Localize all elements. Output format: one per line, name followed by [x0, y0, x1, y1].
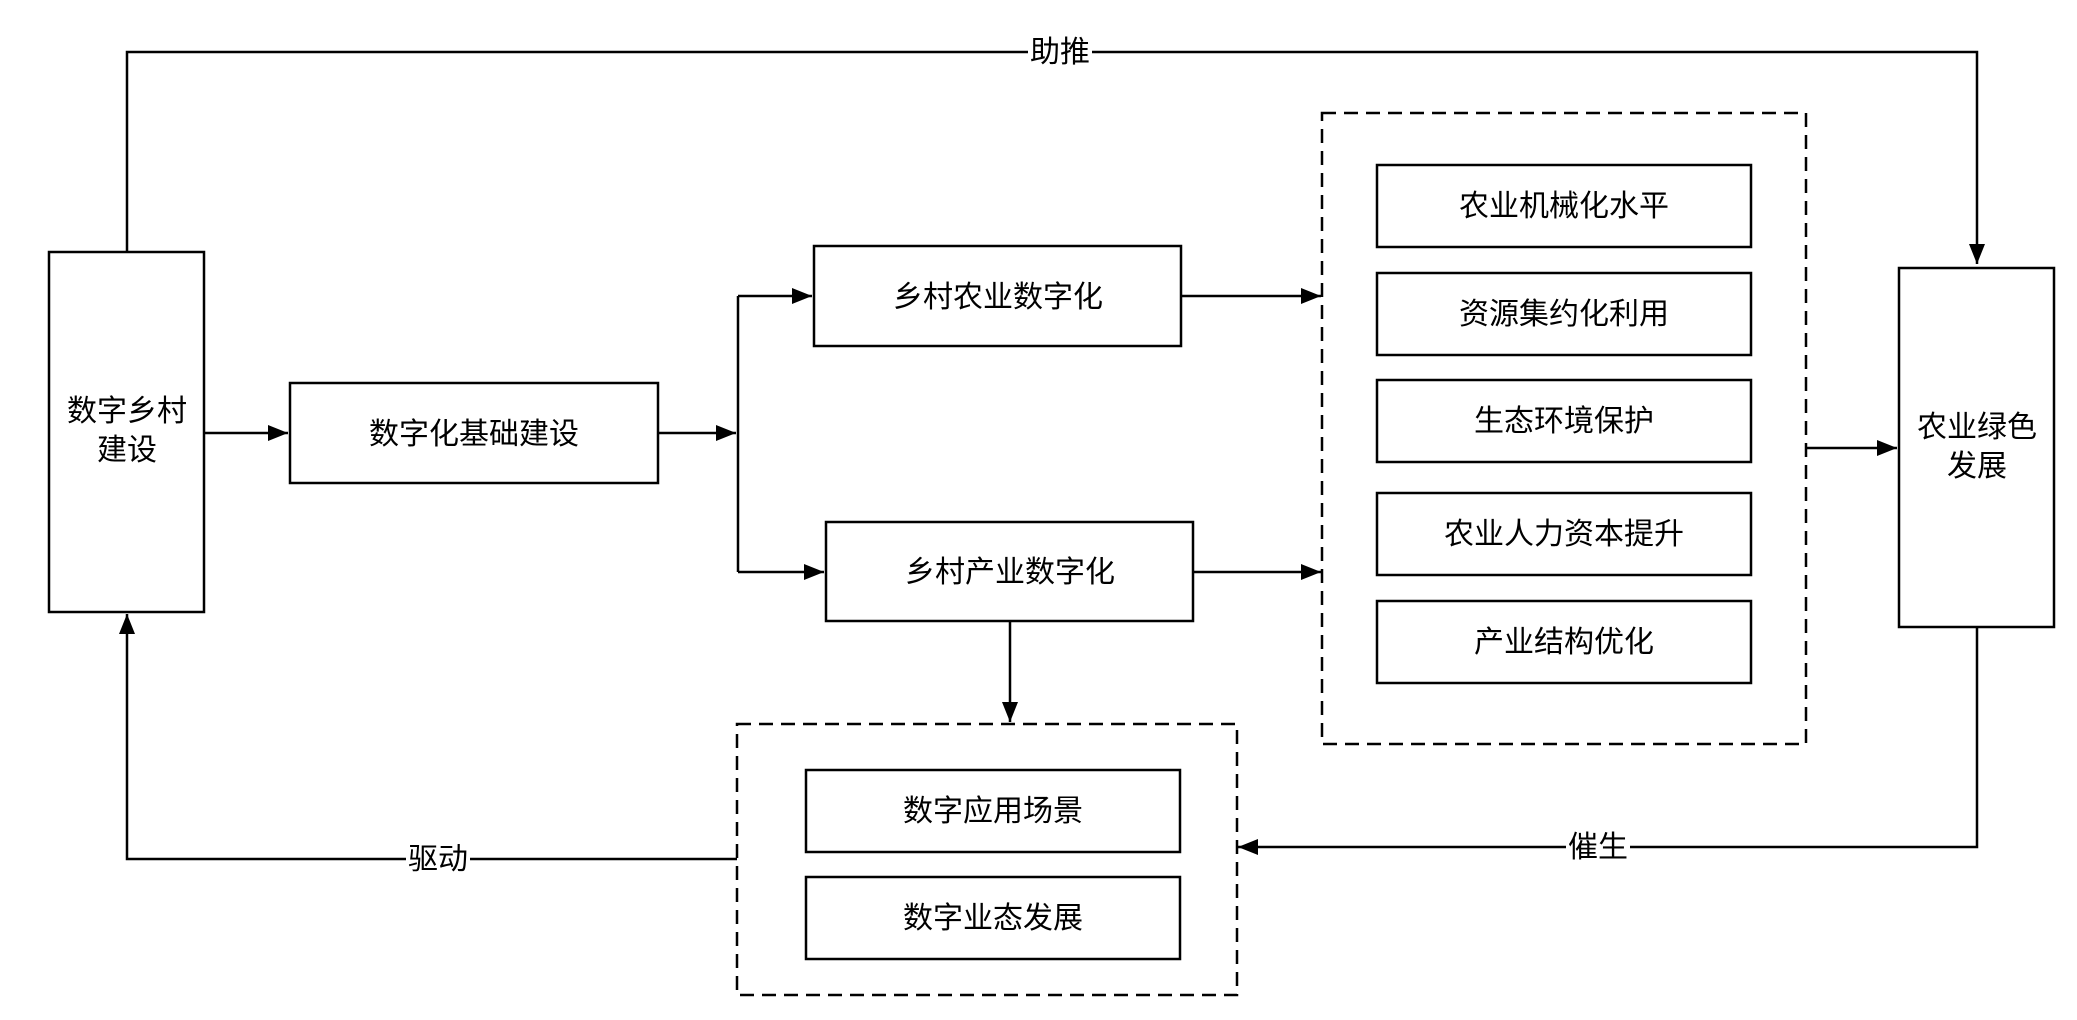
mechanism-item: 农业人力资本提升: [1375, 491, 1753, 577]
agri-digitalization-label: 乡村农业数字化: [893, 280, 1103, 315]
boost-label-bg: [1028, 36, 1092, 68]
mechanism-item: 资源集约化利用: [1375, 271, 1753, 357]
digital-village-label-line1: 数字乡村: [67, 394, 187, 429]
catalyze-connector: [1238, 627, 1979, 855]
industry-digitalization-label: 乡村产业数字化: [905, 555, 1115, 590]
catalyze-label-bg: [1566, 830, 1630, 864]
boost-label: 助推: [1030, 35, 1090, 70]
mechanism-item-label: 农业机械化水平: [1459, 189, 1669, 224]
mechanism-item: 产业结构优化: [1375, 599, 1753, 685]
green-development-label-line2: 发展: [1947, 449, 2007, 484]
drive-connector: [119, 614, 737, 861]
digital-item: 数字业态发展: [804, 875, 1182, 961]
mechanism-item-label: 生态环境保护: [1474, 404, 1654, 439]
digital-village-node: 数字乡村 建设: [47, 250, 206, 614]
mechanism-group: 农业机械化水平 资源集约化利用 生态环境保护 农业人力资本提升 产业结构优化: [1320, 111, 1808, 746]
infrastructure-label: 数字化基础建设: [369, 417, 579, 452]
agri-digitalization-node: 乡村农业数字化: [812, 244, 1183, 348]
mechanism-item-label: 产业结构优化: [1474, 625, 1654, 660]
mechanism-item-label: 资源集约化利用: [1459, 297, 1669, 332]
green-development-label-line1: 农业绿色: [1917, 410, 2037, 445]
drive-label: 驱动: [408, 842, 468, 877]
mechanism-item: 生态环境保护: [1375, 378, 1753, 464]
digital-item-label: 数字业态发展: [903, 901, 1083, 936]
catalyze-label: 催生: [1568, 830, 1628, 865]
mechanism-item: 农业机械化水平: [1375, 163, 1753, 249]
digital-village-label-line2: 建设: [97, 433, 157, 468]
green-development-node: 农业绿色 发展: [1897, 266, 2056, 629]
mechanism-item-label: 农业人力资本提升: [1444, 517, 1684, 552]
infrastructure-node: 数字化基础建设: [288, 381, 660, 485]
industry-digitalization-node: 乡村产业数字化: [824, 520, 1195, 623]
digital-application-group: 数字应用场景 数字业态发展: [735, 722, 1239, 997]
digital-item: 数字应用场景: [804, 768, 1182, 854]
digital-item-label: 数字应用场景: [903, 794, 1083, 829]
drive-label-bg: [406, 842, 470, 876]
